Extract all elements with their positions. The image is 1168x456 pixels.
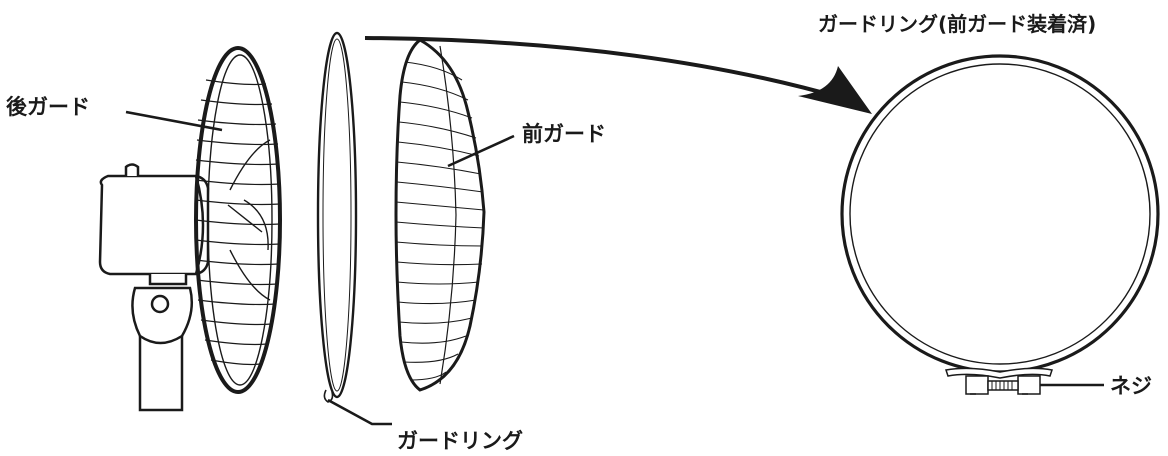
guard-ring — [316, 31, 358, 403]
guard-ring-leader — [327, 398, 392, 426]
housing-tab — [148, 274, 188, 286]
rear-guard-grille — [194, 46, 282, 394]
guard-ring-label: ガードリング — [397, 429, 523, 453]
neck-pivot — [150, 294, 170, 314]
assembly-arrow — [364, 36, 872, 114]
rear-guard-leader — [125, 110, 223, 132]
rear-guard-label: 後ガード — [6, 95, 90, 119]
leader-lines — [125, 110, 1104, 426]
motor-housing — [98, 174, 210, 276]
front-guard-leader — [447, 134, 515, 168]
oscillation-knob — [124, 163, 140, 176]
front-guard-grille — [394, 38, 486, 392]
guard-ring-attached-label: ガードリング(前ガード装着済) — [818, 12, 1096, 36]
front-guard-label: 前ガード — [522, 122, 606, 146]
screw-clamp — [945, 367, 1053, 395]
ring-clip — [323, 389, 334, 403]
screw-label: ネジ — [1110, 374, 1152, 398]
neck-bracket — [131, 286, 193, 345]
assembled-guard-ring — [840, 54, 1160, 374]
fan-body — [98, 163, 210, 412]
